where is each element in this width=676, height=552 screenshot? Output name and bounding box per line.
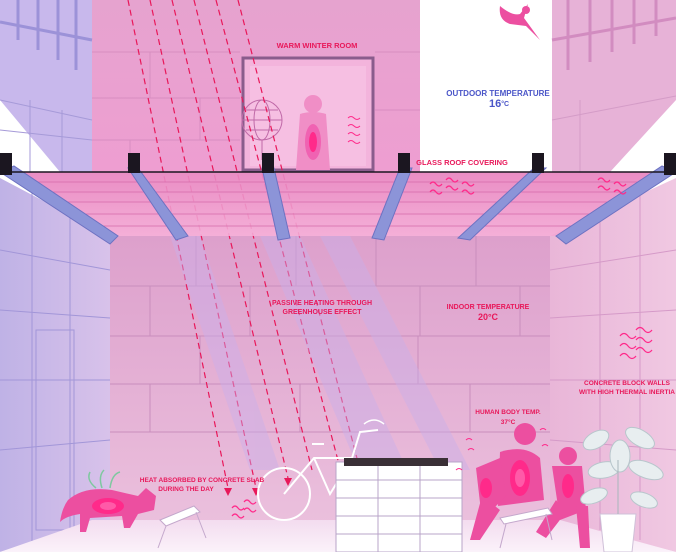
heat-absorbed-label-line1: HEAT ABSORBED BY CONCRETE SLAB: [140, 477, 265, 484]
upper-room: [92, 0, 420, 172]
human-body-temp-value: 37°C: [501, 418, 516, 426]
indoor-temperature-value: 20°C: [478, 312, 499, 322]
pallet-bench-icon: [336, 458, 462, 552]
indoor-temperature-label: INDOOR TEMPERATURE: [447, 304, 530, 311]
human-body-temp-label: HUMAN BODY TEMP.: [475, 409, 541, 416]
heat-absorbed-label-line2: DURING THE DAY: [158, 486, 214, 493]
passive-heating-label-line1: PASSIVE HEATING THROUGH: [272, 300, 372, 307]
outdoor-temperature-number: 16: [489, 98, 501, 110]
concrete-walls-label-line2: WITH HIGH THERMAL INERTIA: [579, 389, 675, 396]
outdoor-temperature-label: OUTDOOR TEMPERATURE: [446, 89, 550, 98]
outdoor-temperature-unit: °C: [501, 100, 509, 108]
warm-winter-room-label: WARM WINTER ROOM: [277, 41, 358, 50]
passive-heating-label-line2: GREENHOUSE EFFECT: [283, 309, 363, 316]
concrete-walls-label-line1: CONCRETE BLOCK WALLS: [584, 380, 671, 387]
glass-roof-label: GLASS ROOF COVERING: [416, 158, 508, 167]
